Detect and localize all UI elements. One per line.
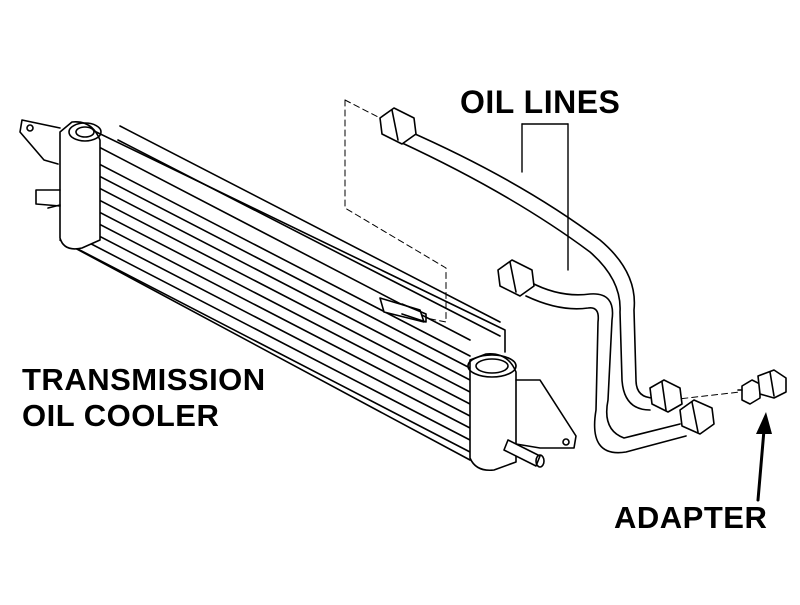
- adapter-part: [738, 370, 786, 404]
- oil-cooler-core: [60, 126, 505, 460]
- adapter-arrow: [756, 412, 772, 500]
- fitting-right-upper: [650, 380, 682, 412]
- left-tank: [20, 120, 101, 249]
- oil-lines-leader: [522, 124, 568, 270]
- oil-lines-label: OIL LINES: [460, 84, 621, 120]
- fitting-lower-left: [498, 260, 534, 296]
- adapter-label: ADAPTER: [614, 500, 768, 535]
- cooler-inlet-fitting: [380, 298, 426, 322]
- fitting-right-lower: [680, 400, 714, 434]
- leader-lines-dashed: [345, 100, 740, 402]
- right-tank: [468, 354, 576, 470]
- cooler-label-line-2: OIL COOLER: [22, 398, 220, 433]
- cooler-label-line-1: TRANSMISSION: [22, 362, 266, 397]
- transmission-oil-cooler-label: TRANSMISSION OIL COOLER: [22, 362, 266, 434]
- fitting-upper-left: [380, 108, 416, 144]
- oil-line-upper: [400, 130, 654, 410]
- oil-line-lower: [526, 282, 686, 453]
